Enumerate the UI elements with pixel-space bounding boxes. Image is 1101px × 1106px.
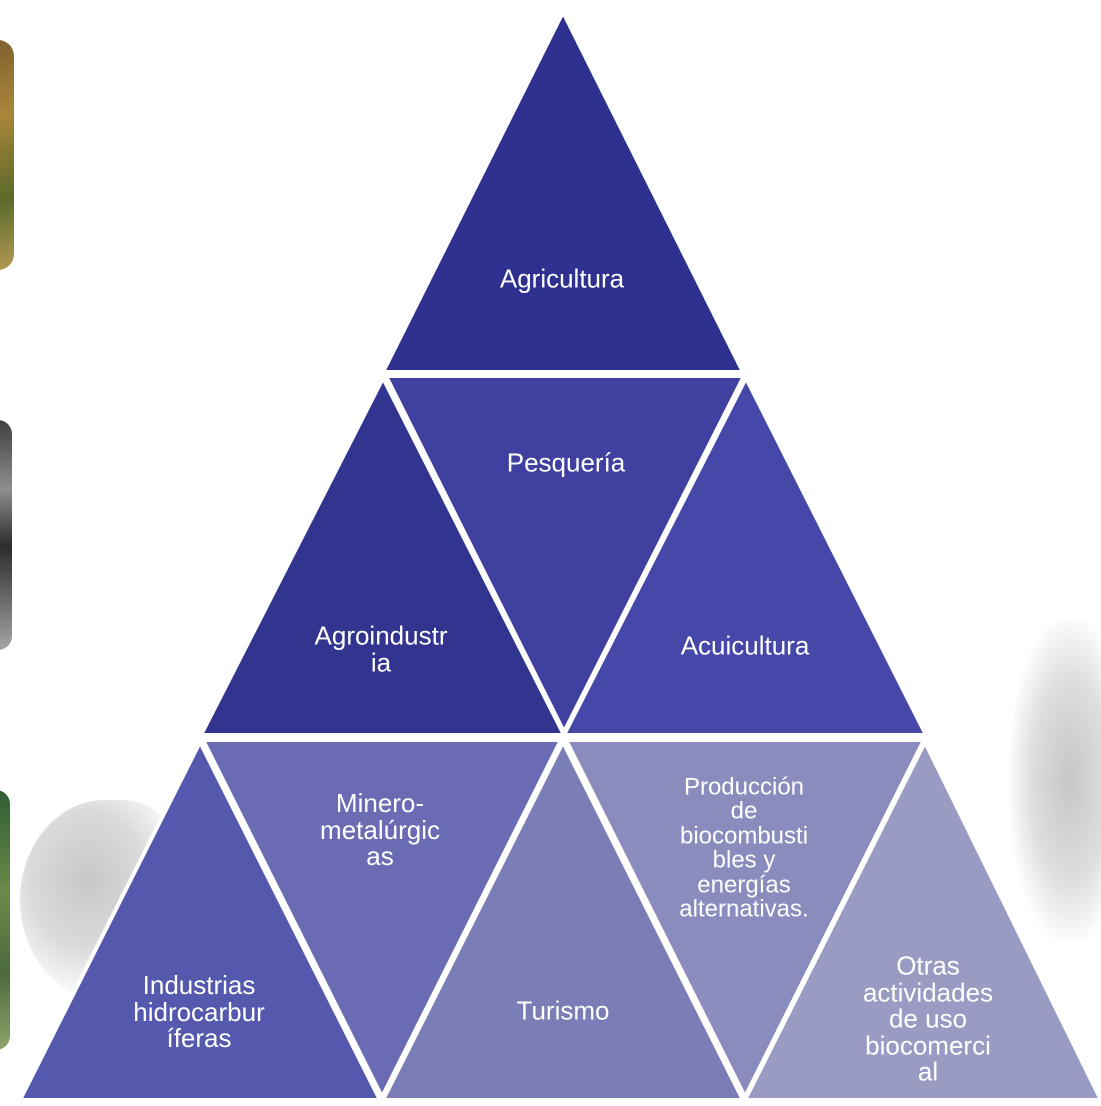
tile-industrias [16,737,384,1102]
tile-agroindustria [197,373,568,737]
label-turismo: Turismo [516,995,610,1026]
label-industrias: Industrias hidrocarbur íferas [133,970,265,1054]
tile-turismo [379,737,747,1102]
label-minero: Minero- metalúrgic as [320,788,440,872]
tile-acuicultura [560,373,930,737]
label-produccion: Producción de biocombusti bles y energía… [679,773,809,923]
label-otras: Otras actividades de uso biocomerci al [862,950,994,1087]
tile-pesqueria [382,374,748,737]
label-acuicultura: Acuicultura [680,630,810,661]
tile-otras [741,737,1101,1102]
background-photo-forest [0,790,10,1050]
tile-agricultura [379,7,747,374]
background-photo-industry [0,420,12,650]
tile-minero [199,738,565,1102]
label-pesqueria: Pesquería [506,447,626,478]
label-agroindustria: Agroindustr ia [314,620,448,677]
background-leaf-watermark [1010,620,1101,940]
background-photo-agriculture [0,40,14,270]
label-agricultura: Agricultura [499,263,625,294]
